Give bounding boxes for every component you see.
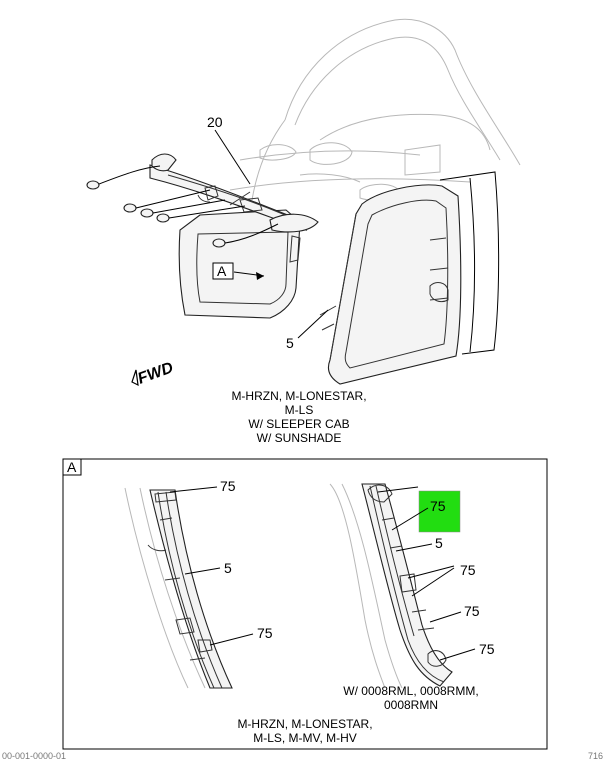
detail-a-title-box [62,458,82,476]
upper-caption-line-1: M-HRZN, M-LONESTAR, [231,389,366,403]
detail-ref-box [212,262,234,280]
callout-5-upper: 5 [286,335,294,351]
right-callout-75-highlighted[interactable]: 75 [430,498,446,514]
detail-caption-line-2: M-LS, M-MV, M-HV [253,731,357,745]
upper-caption-line-4: W/ SUNSHADE [257,431,342,445]
detail-a-title: A [67,459,77,475]
upper-caption-line-3: W/ SLEEPER CAB [248,417,349,431]
left-callout-75-bottom: 75 [257,625,273,641]
right-callout-75-mid: 75 [460,562,476,578]
right-note-line-2: 0008RMN [384,698,438,712]
right-callout-75-bottom: 75 [479,641,495,657]
highlighted-callout-box[interactable] [418,490,461,533]
right-note-line-1: W/ 0008RML, 0008RMM, [343,684,478,698]
detail-caption-line-1: M-HRZN, M-LONESTAR, [237,717,372,731]
detail-right-pillar [329,483,453,689]
callout-20: 20 [207,114,223,130]
right-panel-note: W/ 0008RML, 0008RMM, 0008RMN [343,684,478,712]
detail-a-frame [62,458,548,750]
left-callout-75-top: 75 [220,478,236,494]
forward-label: FWD [136,359,176,388]
upper-caption-line-2: M-LS [285,403,314,417]
upper-caption: M-HRZN, M-LONESTAR, M-LS W/ SLEEPER CAB … [231,389,366,445]
right-callout-5: 5 [435,535,443,551]
footer-left-code: 00-001-0000-01 [2,751,66,761]
rear-door-frame [319,184,462,385]
footer-right-code: 716 [588,751,603,761]
loose-fasteners [86,165,279,248]
cab-side-panel [439,171,500,355]
detail-caption: M-HRZN, M-LONESTAR, M-LS, M-MV, M-HV [237,717,372,745]
left-callout-5: 5 [224,560,232,576]
right-callout-75-lower: 75 [464,603,480,619]
forward-direction-icon: FWD [131,359,176,388]
detail-left-pillar [124,487,233,689]
front-door-frame [178,209,301,319]
detail-ref-label: A [217,263,227,279]
